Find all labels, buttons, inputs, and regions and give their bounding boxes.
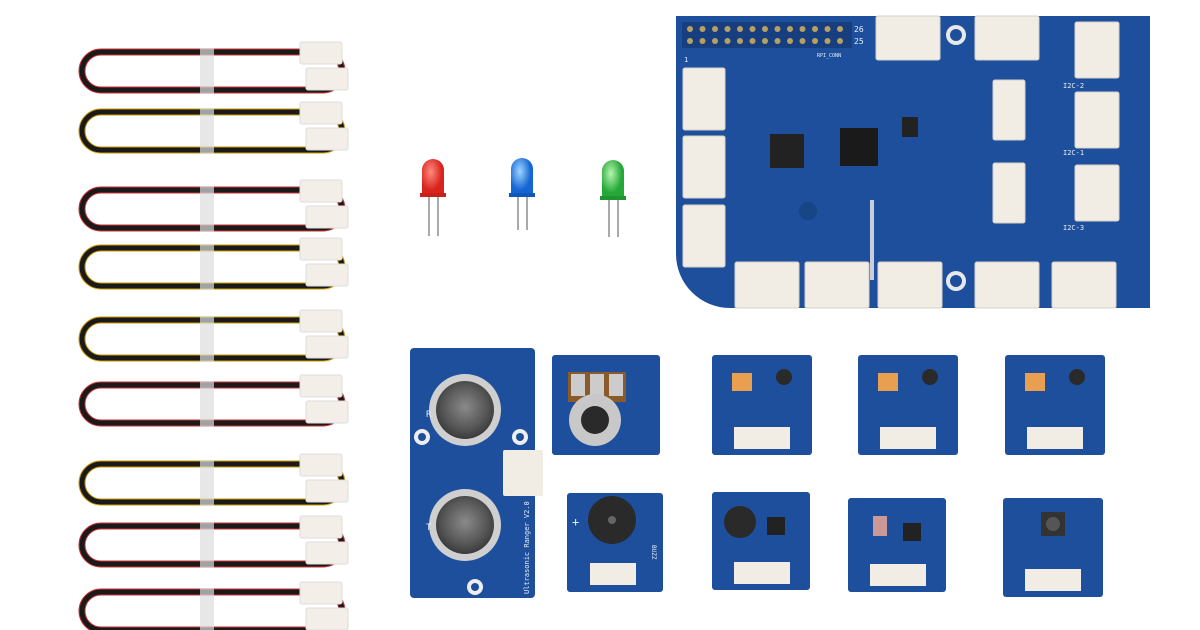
ultrasonic-ranger-module: R T Ultrasonic Ranger V2.0 bbox=[410, 348, 543, 598]
grove-cable bbox=[78, 101, 349, 154]
grove-cable bbox=[78, 374, 349, 427]
buzzer-module: + BUZZ bbox=[567, 493, 663, 592]
light-sensor-module bbox=[858, 355, 958, 455]
light-sensor-module bbox=[848, 498, 946, 592]
ultrasonic-label: Ultrasonic Ranger V2.0 bbox=[523, 501, 531, 594]
i2c-label: I2C-3 bbox=[1063, 224, 1084, 232]
grove-cable bbox=[78, 237, 349, 290]
header-label: RPI_CONN bbox=[817, 53, 841, 59]
led-blue bbox=[509, 158, 535, 230]
grove-port bbox=[877, 261, 943, 309]
grove-port bbox=[992, 79, 1026, 141]
cable-bundle bbox=[78, 41, 349, 630]
grove-port bbox=[992, 162, 1026, 224]
light-sensor-module bbox=[1005, 355, 1105, 455]
receiver-mark: R bbox=[426, 410, 432, 420]
grove-cable bbox=[78, 309, 349, 362]
grove-cable bbox=[78, 453, 349, 506]
pin-label: 25 bbox=[854, 37, 864, 46]
led-green bbox=[600, 160, 626, 237]
grove-port bbox=[1074, 164, 1120, 222]
grove-cable bbox=[78, 515, 349, 568]
transmitter-mark: T bbox=[426, 523, 432, 533]
chip bbox=[770, 134, 804, 168]
grove-port bbox=[682, 67, 726, 131]
grove-port bbox=[804, 261, 870, 309]
grove-port bbox=[1074, 21, 1120, 79]
grove-cable bbox=[78, 41, 349, 94]
grove-port bbox=[974, 261, 1040, 309]
light-sensor-module bbox=[712, 355, 812, 455]
grove-port bbox=[682, 204, 726, 268]
grove-port bbox=[875, 15, 941, 61]
grove-port bbox=[1074, 91, 1120, 149]
gpio-header bbox=[682, 22, 852, 48]
mcu-chip bbox=[840, 128, 878, 166]
buzzer-label: BUZZ bbox=[650, 545, 657, 560]
pin-one-label: 1 bbox=[684, 56, 688, 64]
i2c-label: I2C-1 bbox=[1063, 149, 1084, 157]
grove-port bbox=[974, 15, 1040, 61]
rotary-angle-sensor bbox=[552, 355, 660, 455]
grove-port bbox=[682, 135, 726, 199]
grove-port bbox=[734, 261, 800, 309]
led-red bbox=[420, 159, 446, 236]
grove-cable bbox=[78, 581, 349, 630]
grove-base-hat: 26 25 RPI_CONN 1 I2C-2 I2C-1 I2C-3 bbox=[676, 15, 1150, 309]
sound-sensor-module bbox=[712, 492, 810, 590]
pin-label: 26 bbox=[854, 25, 864, 34]
i2c-label: I2C-2 bbox=[1063, 82, 1084, 90]
grove-port bbox=[1051, 261, 1117, 309]
grove-cable bbox=[78, 179, 349, 232]
button-module bbox=[1003, 498, 1103, 597]
plus-mark: + bbox=[572, 515, 579, 529]
